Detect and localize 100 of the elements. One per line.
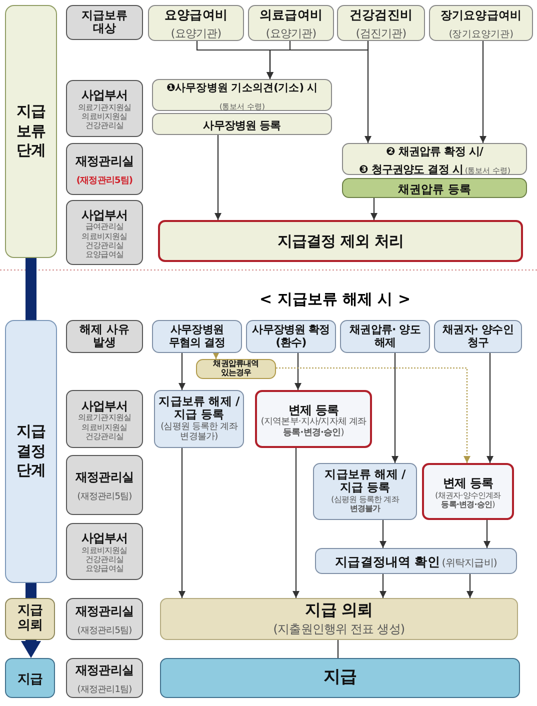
box-title: 지급보류 해제 / 지급 등록 bbox=[324, 468, 407, 495]
arrow bbox=[212, 352, 220, 359]
box-note: 의료비지원실 건강관리실 요양급여실 bbox=[80, 546, 128, 574]
category-box bbox=[148, 5, 244, 41]
arrow bbox=[380, 520, 386, 548]
box-title: 지급보류 해제 /지급 등록 bbox=[158, 395, 240, 422]
box-title: 재정관리실 bbox=[75, 605, 134, 620]
box-title: 사업부서 bbox=[81, 208, 128, 222]
arrow bbox=[178, 353, 186, 390]
department-box bbox=[66, 5, 143, 40]
thick-connector bbox=[26, 258, 36, 320]
arrow bbox=[392, 353, 398, 463]
arrow bbox=[480, 41, 486, 143]
box-title: 사업부서 bbox=[81, 400, 128, 414]
box-title: 지급 의뢰 bbox=[16, 604, 44, 634]
box-title: 사무장병원 확정(환수) bbox=[251, 324, 331, 350]
section-heading: < 지급보류 해제 시 > bbox=[259, 290, 411, 308]
arrow bbox=[380, 574, 386, 598]
box-title: 채권자· 양수인 청구 bbox=[442, 324, 514, 350]
box-title: 지급 bbox=[323, 668, 357, 688]
process-box bbox=[160, 598, 518, 640]
category-box bbox=[337, 5, 425, 41]
process-box bbox=[315, 548, 517, 574]
box-title: 지급 보류 단계 bbox=[15, 102, 47, 161]
process-box bbox=[154, 390, 244, 448]
stage-box bbox=[5, 658, 55, 698]
box-title: 의료급여비 bbox=[259, 8, 322, 23]
box-title: 지급결정 제외 처리 bbox=[277, 232, 404, 250]
box-title: 재정관리실 bbox=[75, 664, 134, 678]
arrow bbox=[364, 41, 372, 143]
box-title: 지급보류 대상 bbox=[80, 9, 129, 36]
box-note: (요양기관) bbox=[170, 28, 222, 41]
box-note: (심평원 등록한 계좌 변경불가 bbox=[330, 495, 400, 514]
department-box bbox=[66, 598, 143, 640]
box-note: (재정관리5팀) bbox=[77, 626, 132, 636]
category-box bbox=[248, 5, 334, 41]
box-title: 지급결정내역 확인 bbox=[335, 555, 440, 570]
process-box bbox=[313, 463, 417, 520]
stage-box bbox=[5, 320, 57, 583]
process-box bbox=[342, 178, 527, 198]
box-note: (재정관리5팀) bbox=[76, 176, 133, 186]
arrow bbox=[178, 448, 186, 598]
box-title: 채권압류· 양도 해제 bbox=[348, 324, 422, 350]
box-title: 지급 결정 단계 bbox=[15, 422, 47, 481]
box-title: 건강검진비 bbox=[349, 8, 412, 23]
process-box bbox=[152, 113, 332, 135]
stage-box bbox=[5, 598, 55, 640]
box-title: 변제 등록 bbox=[288, 404, 339, 417]
condition-box bbox=[196, 359, 276, 379]
box-title: 재정관리실 bbox=[75, 155, 134, 170]
department-box bbox=[66, 320, 143, 353]
box-title: ❷ 채권압류 확정 시/ bbox=[386, 146, 484, 159]
box-note: 급여관리실 의료비지원실 건강관리실 요양급여실 bbox=[80, 222, 128, 260]
arrow bbox=[484, 520, 490, 548]
box-title: 재정관리실 bbox=[75, 471, 134, 486]
box-note: 의료기관지원실 의료비지원실 건강관리실 bbox=[76, 413, 132, 441]
box-title: ❶사무장병원 기소의견(기소) 시 bbox=[166, 82, 318, 94]
process-box bbox=[340, 320, 430, 353]
box-title: 지급 의뢰 bbox=[305, 600, 373, 620]
process-box bbox=[342, 143, 527, 175]
process-box bbox=[152, 320, 242, 353]
box-note: (요양기관) bbox=[266, 28, 316, 41]
department-box bbox=[66, 143, 143, 195]
box-note: (장기요양기관) bbox=[448, 30, 514, 41]
process-box bbox=[422, 463, 514, 520]
arrow bbox=[466, 574, 474, 598]
box-note: ❸ 청구권양도 결정 시 bbox=[358, 164, 463, 177]
department-box bbox=[66, 455, 143, 515]
box-title: 사무장병원 등록 bbox=[203, 120, 281, 133]
arrow bbox=[276, 367, 470, 463]
category-box bbox=[429, 5, 533, 41]
box-title: 요양급여비 bbox=[164, 8, 228, 23]
box-title: 사무장병원 무혐의 결정 bbox=[168, 324, 226, 350]
box-note: (위탁지급비) bbox=[442, 558, 497, 570]
box-note: (채권자·양수인계좌 등록·변경·승인) bbox=[434, 490, 502, 509]
arrow bbox=[292, 448, 300, 598]
process-box bbox=[160, 658, 520, 698]
arrow bbox=[294, 353, 302, 390]
department-box bbox=[66, 390, 143, 448]
box-note: (재정관리5팀) bbox=[77, 492, 132, 502]
stage-box bbox=[5, 5, 57, 258]
box-note: (검진기관) bbox=[356, 28, 406, 41]
box-title: 채권압류 등록 bbox=[398, 183, 472, 196]
arrow bbox=[370, 198, 378, 220]
thick-connector bbox=[26, 583, 36, 598]
thick-arrow bbox=[21, 640, 41, 658]
box-note: (지출원인행위 전표 생성) bbox=[273, 623, 405, 638]
box-title: 사업부서 bbox=[81, 89, 128, 103]
process-box bbox=[152, 79, 332, 111]
process-box bbox=[246, 320, 336, 353]
department-box bbox=[66, 200, 143, 265]
box-title: 변제 등록 bbox=[442, 476, 494, 490]
box-note: (재정관리1팀) bbox=[77, 685, 132, 696]
box-note: (지역본부·지사/지자체 계좌 등록·변경·승인) bbox=[260, 417, 367, 438]
department-box bbox=[66, 80, 143, 137]
arrow bbox=[486, 353, 494, 463]
box-note: 의료기관지원실 의료비지원실 건강관리실 bbox=[76, 102, 132, 130]
box-title: 장기요양급여비 bbox=[440, 9, 522, 22]
box-title: 채권압류내역 있는경우 bbox=[212, 359, 260, 378]
box-note: (심평원 등록한 계좌 변경불가) bbox=[160, 422, 239, 443]
